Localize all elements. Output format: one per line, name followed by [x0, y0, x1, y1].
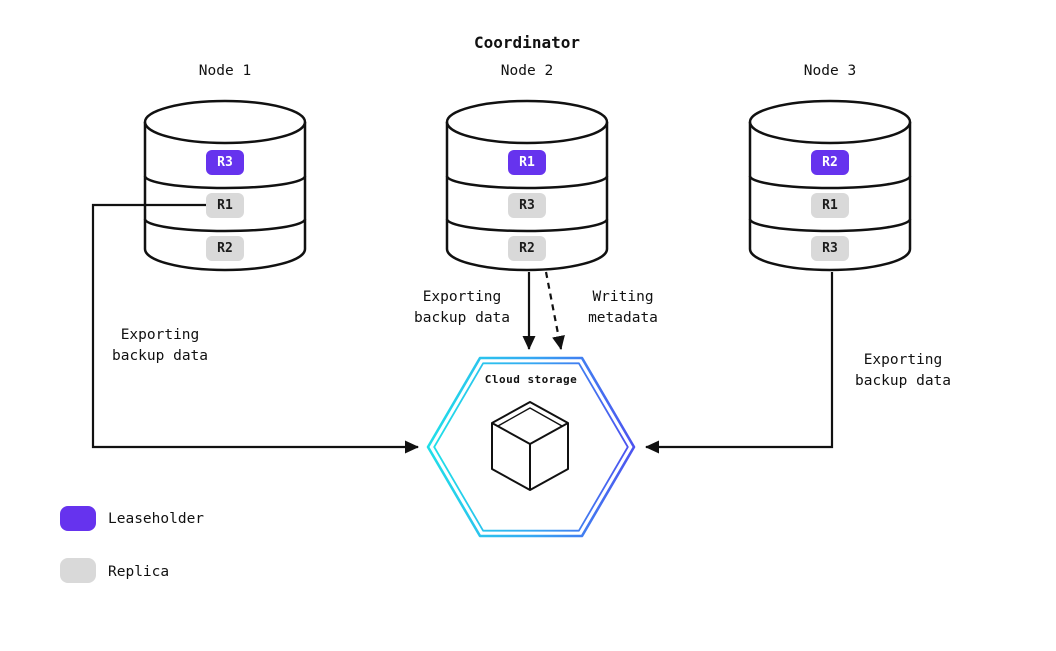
node1-replica-r2: R2: [206, 236, 244, 261]
diagram-title: Coordinator: [474, 33, 580, 52]
node3-replica-r1: R1: [811, 193, 849, 218]
node2-replica-r2: R2: [508, 236, 546, 261]
node3-replica-r2-leaseholder: R2: [811, 150, 849, 175]
edge-label-node2-metadata: Writing metadata: [588, 289, 658, 326]
export-arrows: [91, 203, 834, 454]
arrow-node2-writing-metadata: [544, 271, 565, 350]
node2-label: Node 2: [500, 63, 554, 79]
node2-replica-r1-leaseholder: R1: [508, 150, 546, 175]
edge-label-node1-export: Exporting backup data: [111, 327, 209, 364]
node3-label: Node 3: [803, 63, 857, 79]
node2-replica-r3: R3: [508, 193, 546, 218]
legend-replica-swatch: [60, 558, 96, 583]
arrow-node3-to-cloud: [645, 272, 834, 454]
node1-label: Node 1: [198, 63, 252, 79]
node3-replica-r3: R3: [811, 236, 849, 261]
edge-label-node2-export: Exporting backup data: [413, 289, 511, 326]
edge-label-node3-export: Exporting backup data: [854, 352, 952, 389]
legend-leaseholder-swatch: [60, 506, 96, 531]
node1-replica-r3-leaseholder: R3: [206, 150, 244, 175]
legend-replica-label: Replica: [108, 564, 170, 580]
legend-leaseholder-label: Leaseholder: [108, 511, 205, 527]
cube-icon: [491, 401, 569, 491]
cloud-storage-label: Cloud storage: [484, 373, 578, 386]
arrow-node1-to-cloud: [91, 203, 419, 454]
node1-replica-r1: R1: [206, 193, 244, 218]
